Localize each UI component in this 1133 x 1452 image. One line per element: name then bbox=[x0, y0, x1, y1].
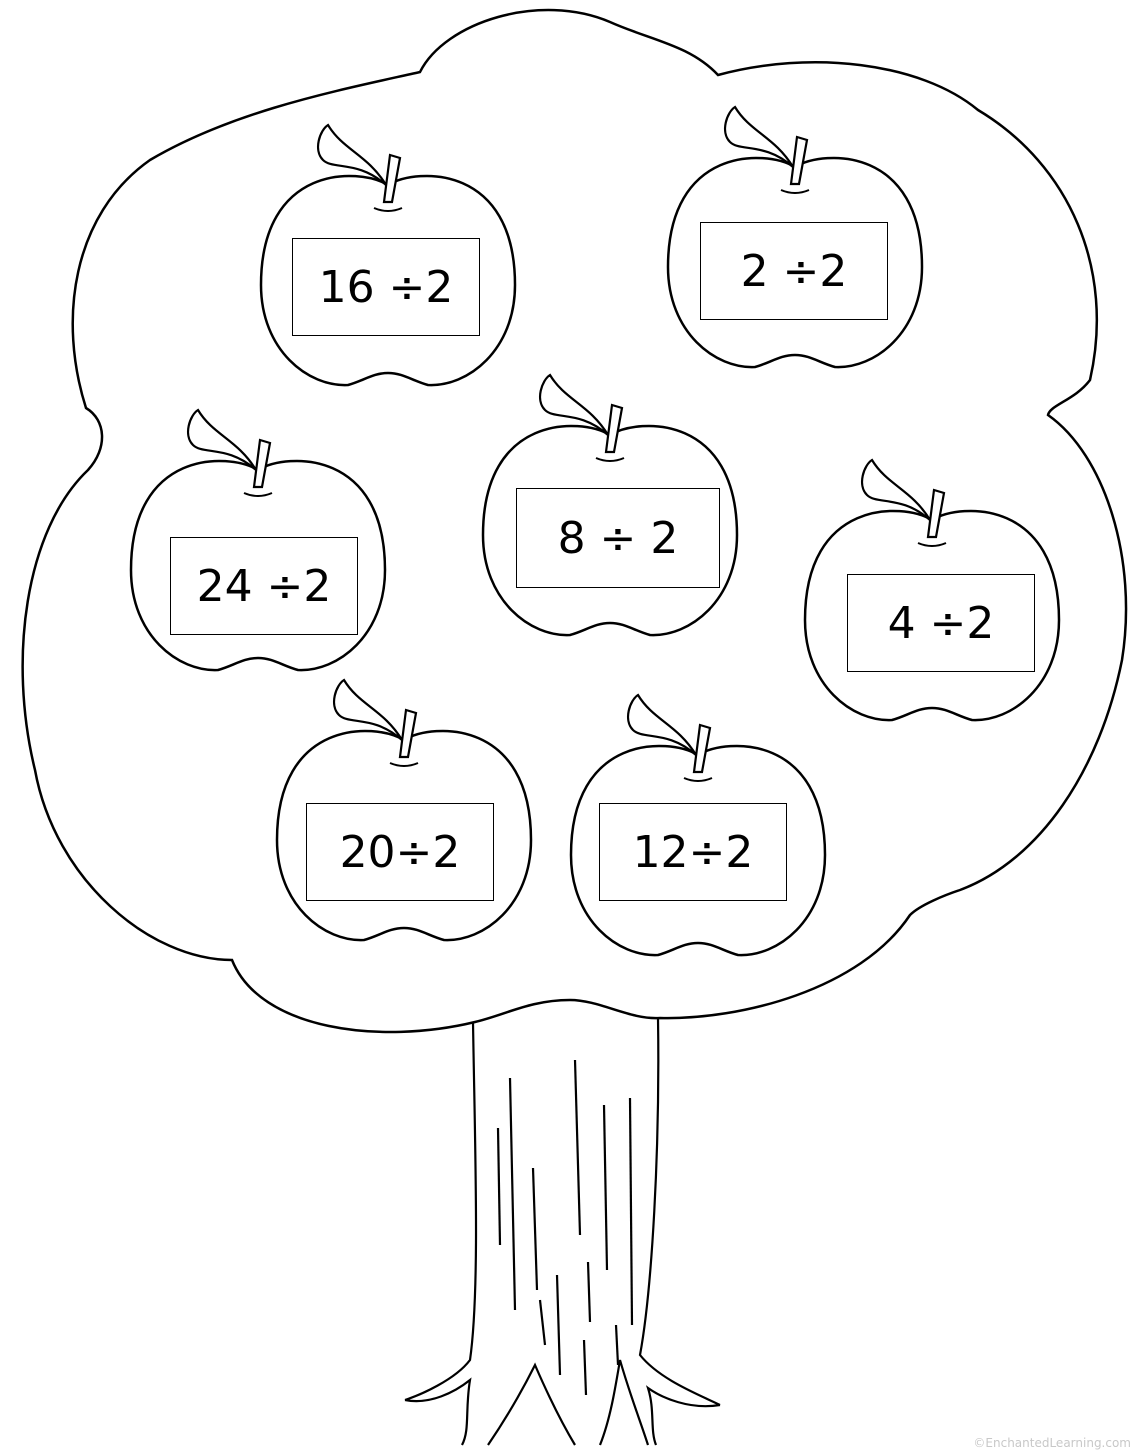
apple-2-problem: 2 ÷2 bbox=[700, 222, 888, 320]
apple-stem bbox=[789, 135, 809, 186]
apple-4-problem: 8 ÷ 2 bbox=[516, 488, 720, 588]
apple-leaf bbox=[860, 458, 931, 521]
apple-dimple bbox=[683, 777, 713, 782]
apple-leaf bbox=[626, 693, 697, 756]
apple-dimple bbox=[917, 542, 947, 547]
apple-stem bbox=[926, 488, 946, 539]
apple-dimple bbox=[780, 189, 810, 194]
apple-dimple bbox=[373, 207, 403, 212]
copyright-credit: ©EnchantedLearning.com bbox=[973, 1436, 1131, 1450]
apple-leaf bbox=[316, 123, 387, 186]
tree-trunk bbox=[404, 1017, 721, 1446]
apple-stem bbox=[692, 723, 712, 774]
apple-leaf bbox=[332, 678, 403, 741]
apple-3-problem: 24 ÷2 bbox=[170, 537, 358, 635]
apple-stem bbox=[252, 438, 272, 489]
apple-dimple bbox=[389, 762, 419, 767]
apple-leaf bbox=[538, 373, 609, 436]
apple-dimple bbox=[243, 492, 273, 497]
apple-leaf bbox=[723, 105, 794, 168]
apple-7-problem: 12÷2 bbox=[599, 803, 787, 901]
apple-6-problem: 20÷2 bbox=[306, 803, 494, 901]
apple-1-problem: 16 ÷2 bbox=[292, 238, 480, 336]
apple-5-problem: 4 ÷2 bbox=[847, 574, 1035, 672]
apple-leaf bbox=[186, 408, 257, 471]
apple-dimple bbox=[595, 457, 625, 462]
apple-stem bbox=[382, 153, 402, 204]
apple-stem bbox=[398, 708, 418, 759]
apple-stem bbox=[604, 403, 624, 454]
